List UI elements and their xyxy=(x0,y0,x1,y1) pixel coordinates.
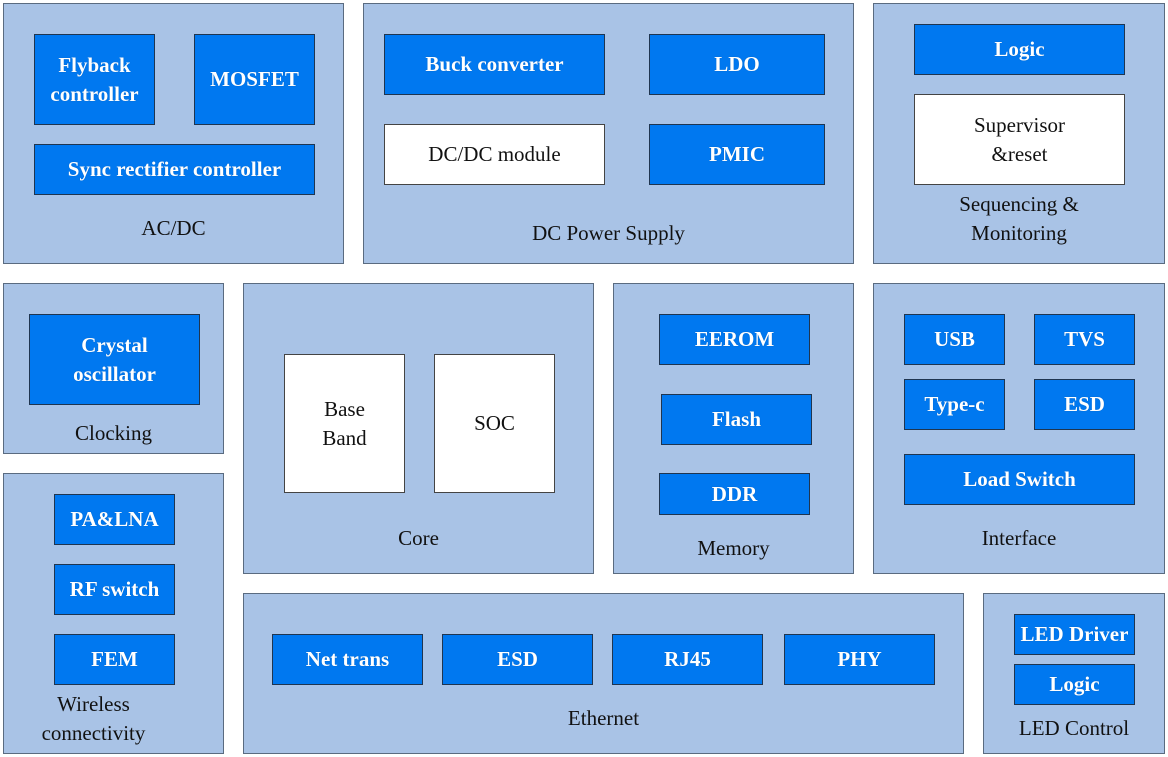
eerom-block[interactable]: EEROM xyxy=(659,314,810,365)
led-control-group-label: LED Control xyxy=(1018,716,1130,740)
dcdc-module-block[interactable]: DC/DC module xyxy=(384,124,605,185)
interface-group: USB TVS Type-c ESD Load Switch Interface xyxy=(873,283,1165,574)
supervisor-reset-block[interactable]: Supervisor &reset xyxy=(914,94,1125,185)
memory-group: EEROM Flash DDR Memory xyxy=(613,283,854,574)
acdc-group-label: AC/DC xyxy=(141,216,206,240)
fem-block[interactable]: FEM xyxy=(54,634,175,685)
sequencing-monitoring-group-label: Sequencing & Monitoring xyxy=(959,192,1079,245)
pmic-block[interactable]: PMIC xyxy=(649,124,825,185)
ldo-block[interactable]: LDO xyxy=(649,34,825,95)
soc-block[interactable]: SOC xyxy=(434,354,555,493)
acdc-group: Flyback controller MOSFET Sync rectifier… xyxy=(3,3,344,264)
ethernet-esd-block[interactable]: ESD xyxy=(442,634,593,685)
sync-rectifier-controller-block[interactable]: Sync rectifier controller xyxy=(34,144,315,195)
load-switch-block[interactable]: Load Switch xyxy=(904,454,1135,505)
ethernet-group-label: Ethernet xyxy=(567,706,640,730)
type-c-block[interactable]: Type-c xyxy=(904,379,1005,430)
core-group-label: Core xyxy=(398,526,439,550)
rj45-block[interactable]: RJ45 xyxy=(612,634,763,685)
memory-group-label: Memory xyxy=(697,536,770,560)
tvs-block[interactable]: TVS xyxy=(1034,314,1135,365)
pa-lna-block[interactable]: PA&LNA xyxy=(54,494,175,545)
mosfet-block[interactable]: MOSFET xyxy=(194,34,315,125)
flyback-controller-block[interactable]: Flyback controller xyxy=(34,34,155,125)
rf-switch-block[interactable]: RF switch xyxy=(54,564,175,615)
interface-esd-block[interactable]: ESD xyxy=(1034,379,1135,430)
net-trans-block[interactable]: Net trans xyxy=(272,634,423,685)
led-driver-block[interactable]: LED Driver xyxy=(1014,614,1135,655)
dc-power-supply-group: Buck converter LDO DC/DC module PMIC DC … xyxy=(363,3,854,264)
sequencing-logic-block[interactable]: Logic xyxy=(914,24,1125,75)
led-logic-block[interactable]: Logic xyxy=(1014,664,1135,705)
wireless-connectivity-group: PA&LNA RF switch FEM Wireless connectivi… xyxy=(3,473,224,754)
interface-group-label: Interface xyxy=(981,526,1057,550)
crystal-oscillator-block[interactable]: Crystal oscillator xyxy=(29,314,200,405)
dc-power-supply-group-label: DC Power Supply xyxy=(532,221,685,245)
clocking-group: Crystal oscillator Clocking xyxy=(3,283,224,454)
ddr-block[interactable]: DDR xyxy=(659,473,810,515)
sequencing-monitoring-group: Logic Supervisor &reset Sequencing & Mon… xyxy=(873,3,1165,264)
core-group: Base Band SOC Core xyxy=(243,283,594,574)
flash-block[interactable]: Flash xyxy=(661,394,812,445)
buck-converter-block[interactable]: Buck converter xyxy=(384,34,605,95)
phy-block[interactable]: PHY xyxy=(784,634,935,685)
led-control-group: LED Driver Logic LED Control xyxy=(983,593,1165,754)
wireless-connectivity-group-label: Wireless connectivity xyxy=(41,692,146,745)
baseband-block[interactable]: Base Band xyxy=(284,354,405,493)
clocking-group-label: Clocking xyxy=(75,421,152,445)
ethernet-group: Net trans ESD RJ45 PHY Ethernet xyxy=(243,593,964,754)
usb-block[interactable]: USB xyxy=(904,314,1005,365)
